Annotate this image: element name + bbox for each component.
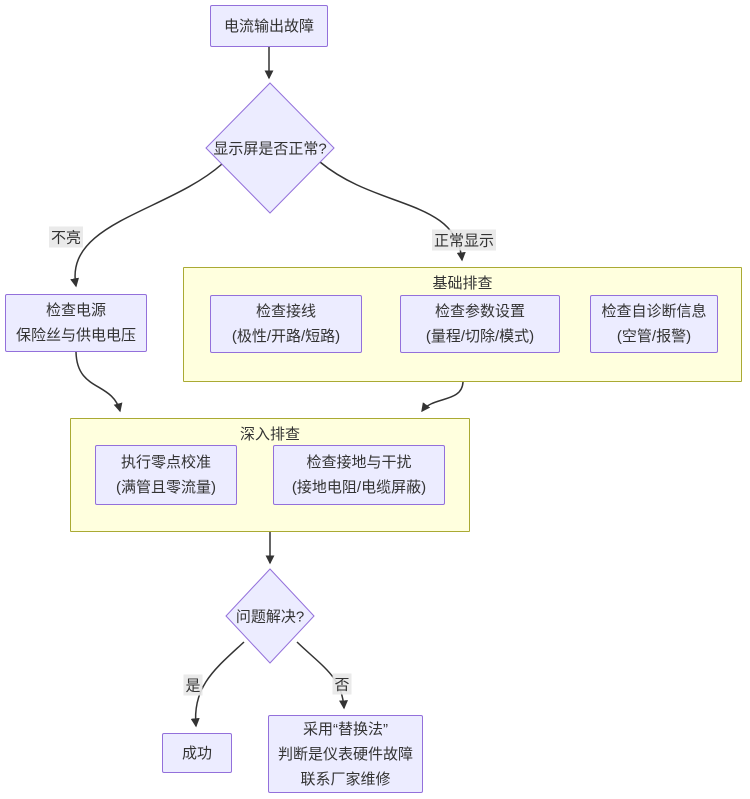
node-check-power-line1: 检查电源 [45, 302, 106, 319]
node-zero-calibration-line2: (满管且零流量) [116, 479, 216, 496]
node-check-wiring-line1: 检查接线 [255, 303, 316, 320]
edge-power-to-deep-cluster [75, 351, 123, 413]
node-start: 电流输出故障 [210, 5, 328, 47]
node-success-line: 成功 [181, 744, 212, 762]
node-check-wiring-line2: (极性/开路/短路) [231, 328, 341, 345]
node-check-params-line1: 检查参数设置 [434, 303, 525, 320]
node-replace-method-line1: 采用“替换法” [303, 720, 388, 738]
node-check-wiring: 检查接线 (极性/开路/短路) [210, 295, 362, 353]
node-check-selfdiag: 检查自诊断信息 (空管/报警) [590, 295, 718, 353]
node-check-grounding-line1: 检查接地与干扰 [306, 454, 412, 471]
node-check-params-line2: (量程/切除/模式) [425, 328, 535, 345]
node-check-selfdiag-line2: (空管/报警) [616, 328, 692, 345]
cluster-basic-title: 基础排查 [432, 275, 493, 292]
cluster-deep-title: 深入排查 [239, 426, 300, 443]
node-check-power-line2: 保险丝与供电电压 [15, 327, 136, 344]
node-success: 成功 [162, 733, 232, 773]
edge-label-no: 否 [332, 673, 352, 695]
edge-solved-decision-to-success [190, 641, 245, 728]
node-start-line: 电流输出故障 [223, 17, 314, 35]
node-check-grounding-line2: (接地电阻/电缆屏蔽) [291, 479, 427, 496]
node-zero-calibration-line1: 执行零点校准 [120, 454, 211, 471]
decision-display-diamond [205, 82, 335, 214]
node-replace-method-line3: 联系厂家维修 [300, 770, 391, 788]
edge-label-normal-display: 正常显示 [431, 229, 497, 251]
decision-solved-diamond [225, 568, 315, 664]
decision-solved-label: 问题解决? [235, 608, 305, 626]
node-check-power: 检查电源 保险丝与供电电压 [5, 294, 147, 352]
edge-label-yes: 是 [183, 674, 203, 696]
node-check-selfdiag-line1: 检查自诊断信息 [601, 303, 707, 320]
edge-display-decision-to-power [70, 163, 223, 288]
decision-display-label: 显示屏是否正常? [213, 140, 327, 158]
node-check-grounding: 检查接地与干扰 (接地电阻/电缆屏蔽) [273, 445, 445, 505]
edge-solved-decision-to-replace [296, 641, 348, 710]
node-check-params: 检查参数设置 (量程/切除/模式) [400, 295, 560, 353]
edge-basic-cluster-to-deep-cluster [421, 381, 464, 413]
node-zero-calibration: 执行零点校准 (满管且零流量) [95, 445, 237, 505]
edge-label-not-lit: 不亮 [48, 226, 84, 248]
node-replace-method: 采用“替换法” 判断是仪表硬件故障 联系厂家维修 [268, 715, 423, 793]
node-replace-method-line2: 判断是仪表硬件故障 [277, 745, 413, 763]
